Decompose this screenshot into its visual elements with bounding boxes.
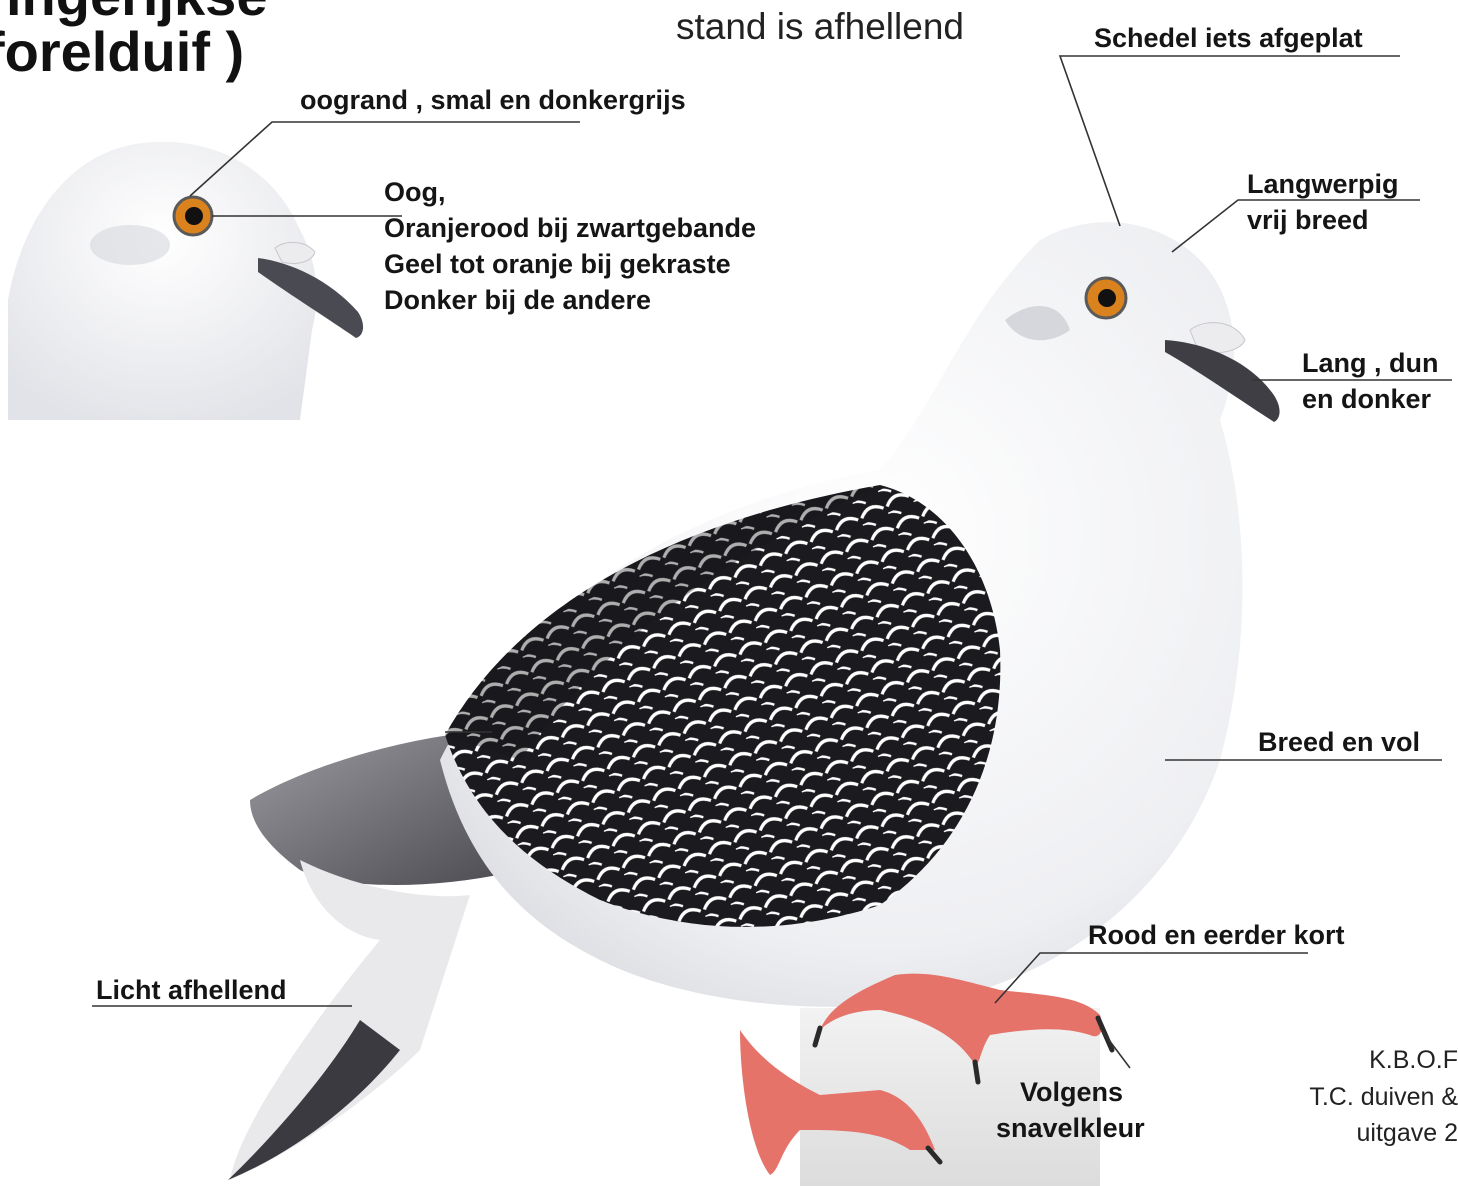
label-eye-rim: oogrand , smal en donkergrijs <box>300 82 686 118</box>
main-pigeon <box>228 222 1280 1186</box>
eye-pupil <box>1098 289 1116 307</box>
leader-nails <box>1100 1028 1130 1068</box>
label-beak-2: en donker <box>1302 381 1431 417</box>
inset-eye-pupil <box>185 207 203 225</box>
label-eye-line1: Oranjerood bij zwartgebande <box>384 210 756 246</box>
stance-note: stand is afhellend <box>676 6 964 48</box>
label-eye-line3: Donker bij de andere <box>384 282 651 318</box>
credit-line3: uitgave 2 <box>1357 1116 1458 1151</box>
inset-head <box>8 142 363 420</box>
label-eye-line2: Geel tot oranje bij gekraste <box>384 246 731 282</box>
label-tail: Licht afhellend <box>96 972 287 1008</box>
label-eye-heading: Oog, <box>384 174 446 210</box>
label-head-shape-2: vrij breed <box>1247 202 1369 238</box>
label-skull: Schedel iets afgeplat <box>1094 20 1363 56</box>
credit-line1: K.B.O.F <box>1369 1043 1458 1078</box>
label-nails-1: Volgens <box>1020 1074 1123 1110</box>
label-beak-1: Lang , dun <box>1302 345 1438 381</box>
inset-head-shape <box>8 142 316 420</box>
inset-neck-shadow <box>90 225 170 265</box>
credit-line2: T.C. duiven & <box>1309 1080 1458 1115</box>
page-title-line2: forelduif ) <box>0 22 244 82</box>
label-legs: Rood en eerder kort <box>1088 917 1345 953</box>
label-head-shape-1: Langwerpig <box>1247 166 1399 202</box>
label-chest: Breed en vol <box>1258 724 1420 760</box>
tail-lower <box>230 860 470 1180</box>
label-nails-2: snavelkleur <box>996 1110 1145 1146</box>
